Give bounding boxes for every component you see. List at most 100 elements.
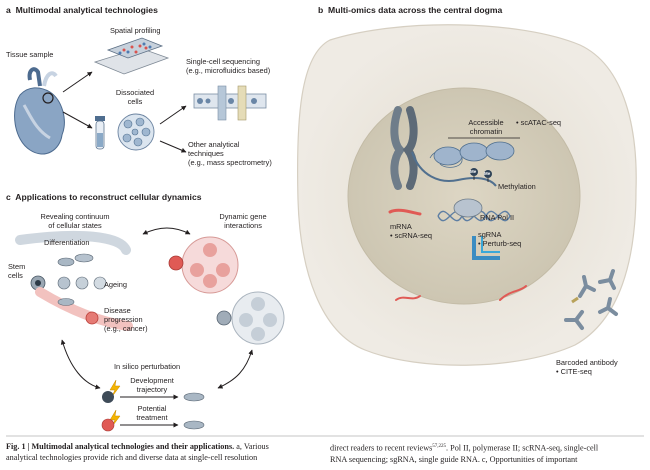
potential-line2: treatment — [136, 413, 168, 422]
potential-label: Potential treatment — [124, 404, 180, 422]
dynamic-gene-label: Dynamic gene interactions — [200, 212, 286, 230]
dissociated-cells-line2: cells — [127, 97, 143, 106]
methyl-marks — [470, 168, 492, 182]
sgrna-text: sgRNA — [478, 230, 502, 239]
panel-c-title: Applications to reconstruct cellular dyn… — [15, 192, 202, 202]
disease-label: Disease progression (e.g., cancer) — [104, 306, 148, 333]
single-cell-line2: (e.g., microfluidics based) — [186, 66, 271, 75]
dissociated-cells-plate — [117, 113, 155, 151]
dissociated-cells-line1: Dissociated — [115, 88, 155, 97]
other-line1: Other analytical — [188, 140, 240, 149]
development-line1: Development — [130, 376, 174, 385]
panel-a-letter: a — [6, 5, 11, 15]
revealing-label: Revealing continuum of cellular states — [20, 212, 130, 230]
revealing-line2: of cellular states — [48, 221, 102, 230]
panel-a-heading: a Multimodal analytical technologies — [6, 5, 158, 15]
cancer-cell-icon-2 — [101, 418, 115, 432]
caption-left-line2: analytical technologies provide rich and… — [6, 453, 258, 462]
caption-right-line2: RNA sequencing; sgRNA, single guide RNA.… — [330, 454, 578, 464]
differentiation-label: Differentiation — [44, 238, 90, 247]
figure-label: Fig. 1 | Multimodal analytical technolog… — [6, 442, 235, 451]
gray-cell-icon — [216, 310, 232, 326]
methylation-label: Methylation — [498, 182, 536, 191]
nucleus — [347, 87, 581, 305]
other-line3: (e.g., mass spectrometry) — [188, 158, 272, 167]
dissociated-cells-label: Dissociated cells — [110, 88, 160, 106]
spatial-profiling-label: Spatial profiling — [110, 26, 161, 35]
scatac-text: scATAC-seq — [520, 118, 562, 127]
stem-cell-icon-2 — [102, 391, 114, 403]
panel-a-title: Multimodal analytical technologies — [15, 5, 158, 15]
cancer-cell-icon — [57, 298, 99, 325]
disease-line3: (e.g., cancer) — [104, 324, 148, 333]
accessible-line2: chromatin — [469, 127, 503, 136]
cell-diagram — [296, 24, 637, 366]
disease-line1: Disease — [104, 306, 131, 315]
treated-cell-icon — [183, 420, 205, 430]
single-cell-line1: Single-cell sequencing — [186, 57, 260, 66]
mrna-strand-cytoplasm-2 — [499, 285, 527, 301]
arrow-to-dissociated — [62, 111, 93, 129]
caption-refs: 57,225 — [432, 444, 447, 449]
ageing-label: Ageing — [104, 280, 128, 289]
panel-b-title: Multi-omics data across the central dogm… — [328, 5, 503, 15]
mrna-strand — [388, 208, 422, 216]
stem-cell-icon — [30, 275, 46, 291]
disease-band — [35, 287, 133, 331]
sgrna-shape — [472, 236, 500, 260]
mrna-strand-cytoplasm — [395, 295, 421, 301]
caption-right: direct readers to recent reviews57,225. … — [330, 441, 645, 465]
barcoded-label: Barcoded antibody • CITE-seq — [556, 358, 618, 376]
gene-network-red — [181, 236, 239, 294]
stem-line1: Stem — [8, 262, 26, 271]
revealing-line1: Revealing continuum — [40, 212, 110, 221]
sgrna-label: sgRNA • Perturb-seq — [478, 230, 522, 248]
panel-b-letter: b — [318, 5, 324, 15]
caption-right-line1: direct readers to recent reviews — [330, 443, 433, 453]
caption-a-text: a, Various — [234, 442, 269, 451]
arrow-to-sequencing — [159, 105, 187, 125]
arrow-to-other — [159, 140, 187, 153]
panel-c-heading: c Applications to reconstruct cellular d… — [6, 192, 202, 202]
me-mark-2: Me — [484, 171, 491, 176]
perturb-text: Perturb-seq — [482, 239, 522, 248]
dynamic-line2: interactions — [224, 221, 262, 230]
barcoded-text: Barcoded antibody — [556, 358, 618, 367]
chromosome — [390, 106, 418, 190]
single-cell-label: Single-cell sequencing (e.g., microfluid… — [186, 57, 270, 75]
scrna-text: scRNA-seq — [394, 231, 433, 240]
microfluidics-chip — [193, 85, 267, 121]
gene-network-gray — [231, 291, 285, 345]
in-silico-label: In silico perturbation — [114, 362, 181, 371]
double-arrow-top — [142, 227, 191, 235]
scatac-label: • scATAC-seq — [516, 118, 562, 127]
me-mark-1: Me — [470, 169, 477, 174]
differentiation-cells — [57, 253, 107, 290]
differentiated-cell-icon — [183, 392, 205, 402]
differentiation-band — [15, 230, 131, 255]
spatial-slide — [93, 37, 170, 75]
panel-c-letter: c — [6, 192, 11, 202]
stem-cells-label: Stem cells — [8, 262, 25, 280]
chromatin-coils — [429, 141, 515, 168]
cite-text: CITE-seq — [560, 367, 592, 376]
mrna-label: mRNA • scRNA-seq — [390, 222, 433, 240]
other-line2: techniques — [188, 149, 224, 158]
disease-line2: progression — [104, 315, 143, 324]
dynamic-line1: Dynamic gene — [219, 212, 267, 221]
accessible-line1: Accessible — [468, 118, 504, 127]
rna-pol-label: RNA Pol II — [480, 213, 515, 222]
red-cell-icon — [168, 255, 184, 271]
development-label: Development trajectory — [124, 376, 180, 394]
heart-illustration — [14, 67, 65, 155]
caption-right-line1-end: . Pol II, polymerase II; scRNA-seq, sing… — [446, 443, 599, 453]
accessible-chromatin-label: Accessible chromatin — [460, 118, 512, 136]
double-arrow-left — [60, 339, 101, 390]
potential-line1: Potential — [137, 404, 167, 413]
tissue-sample-label: Tissue sample — [6, 50, 54, 59]
double-arrow-right — [217, 349, 254, 389]
rna-pol-ii-shape — [453, 198, 483, 218]
development-line2: trajectory — [136, 385, 168, 394]
mrna-text: mRNA — [390, 222, 412, 231]
